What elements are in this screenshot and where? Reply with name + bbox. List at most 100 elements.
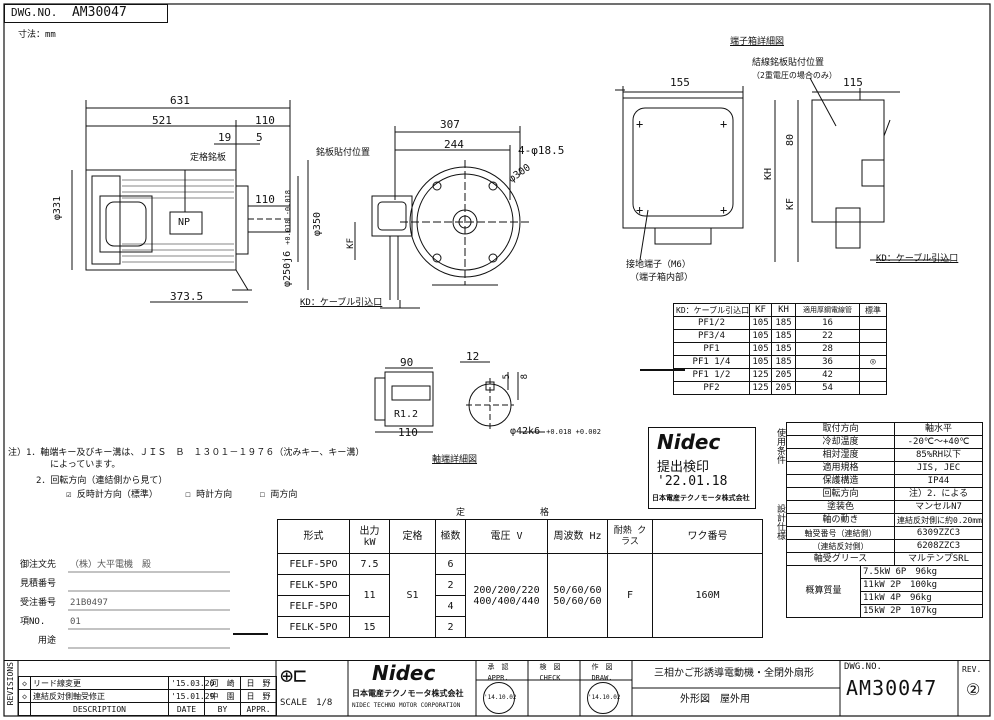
note-1: 注）1．軸端キー及びキー溝は、ＪＩＳ Ｂ １３０１－１９７６（沈みキー、キー溝） [8,448,365,458]
spec-label: 適用規格 [785,461,896,475]
dim-19: 19 [218,131,232,144]
spec-value: マルテンプSRL [894,552,984,566]
rev-date: '15.03.20 [168,676,214,690]
header-model: 形式 [277,519,350,554]
draw-stamp-date: '14.10.02 [588,694,621,701]
rev-desc: リード線変更 [30,676,169,690]
nameplate-label: 定格銘板 [190,153,227,163]
check-label: 検 図 CHECK [539,663,561,682]
mass-label: 概算質量 [786,565,861,618]
submission-stamp: Nidec 提出検印 '22.01.18 日本電産テクノモータ株式会社 [648,427,756,509]
table-row: FELK-5PO 11 2 [277,574,763,617]
kd-cell: PF1 [673,342,750,356]
kd-cell [859,368,887,382]
kd-cell: PF1 1/4 [673,355,750,369]
scale-label: SCALE 1/8 [280,698,333,708]
tb-kh: KH [763,168,774,181]
footer-appr: APPR. [240,702,277,716]
table-header-row: 形式 出力 kW 定格 極数 電圧 V 周波数 Hz 耐熱 クラス ワク番号 [277,519,763,554]
title-dwg-label: DWG.NO. [844,662,882,672]
dim-307: 307 [440,118,460,131]
mass-row: 11kW 4P 96kg [859,591,984,605]
customer-label: 御注文先 [20,560,57,570]
shaft-dim-r1-2: R1.2 [394,409,419,420]
freq-line1: 50/60/60 [553,584,602,596]
dim-244: 244 [444,138,464,151]
spec-label: 塗装色 [785,500,896,514]
rev-mark-empty [18,702,31,716]
table-row: FELK-5PO 15 2 [277,616,763,638]
nameplate-np: NP [178,217,191,228]
customer-value: 01 [70,617,81,627]
spec-value: 軸水平 [894,422,984,436]
dim-phi250: φ250j6 +0.018 -0.018 [282,190,294,287]
mass-model: 11kW 2P [863,579,901,590]
spec-value: JIS, JEC [894,461,984,475]
kd-cell: 22 [795,329,860,343]
kd-cell: 185 [771,342,796,356]
dim-phi250-val: φ250j6 [282,250,293,287]
model-cell: FELK-5PO [277,574,350,596]
model-cell: FELF-5PO [277,553,350,575]
checkbox-cw-icon[interactable]: ☐ [185,490,191,500]
spec-value: 85%RH以下 [894,448,984,462]
kd-cell: 105 [749,316,772,330]
mass-value: 100kg [909,579,938,590]
shaft-phi42-val: φ42k6 [510,426,541,437]
table-row: 回転方向注）2．による [785,487,984,501]
dim-holes: 4-φ18.5 [518,144,565,157]
checkbox-ccw-checked-icon[interactable]: ☑ [66,490,72,500]
note-1-cont: によっています。 [50,460,121,470]
appr-stamp: '14.10.02 [483,682,517,714]
tb-plate-position-note: （2重電圧の場合のみ） [752,71,837,80]
svg-text:+: + [636,203,643,217]
stamp-date: '22.01.18 [657,474,728,489]
dim-phi350: φ350 [312,212,323,237]
output-cell: 15 [349,616,390,638]
shaft-dim-5: 5 [502,374,512,380]
units-note: 寸法：mm [18,30,56,40]
header-frequency: 周波数 Hz [547,519,608,554]
rev-appr: 日 野 [240,676,277,690]
customer-row: 御注文先（株）大平電機 殿 [20,560,260,579]
kd-cell: PF2 [673,381,750,395]
customer-label: 用途 [38,636,57,646]
customer-label: 見積番号 [20,579,57,589]
terminal-box-side [774,77,950,262]
kd-header-cell: 適用厚鋼電線管 [795,303,860,317]
rev-label: REV. [962,665,982,674]
footer-description: DESCRIPTION [30,702,169,716]
kd-cell: ◎ [859,355,887,369]
appr-stamp-date: '14.10.02 [484,694,517,701]
shaft-dim-90: 90 [400,356,414,369]
header-frame: ワク番号 [652,519,763,554]
spec-value: IP44 [894,474,984,488]
spec-value: 連結反対側に約0.20mm [894,513,984,527]
kd-cell: PF1/2 [673,316,750,330]
motor-side-view [71,100,309,303]
table-row: 取付方向軸水平 [785,422,984,436]
kd-cell: 205 [771,368,796,382]
rotation-ccw-label: 反時計方向（標準） [76,490,158,500]
header-rating: 定格 [389,519,436,554]
rating-header-kaku: 格 [540,508,550,518]
checkbox-both-icon[interactable]: ☐ [259,490,265,500]
shaft-dim-12: 12 [466,350,480,363]
kd-cell: 28 [795,342,860,356]
kd-cell: 105 [749,342,772,356]
kd-header-cell: 標準 [859,303,887,317]
freq-line2: 50/60/60 [553,595,602,607]
shaft-detail [374,361,545,433]
motor-spec-table: 形式 出力 kW 定格 極数 電圧 V 周波数 Hz 耐熱 クラス ワク番号 F… [277,519,763,638]
dim-521: 521 [152,114,172,127]
dim-110-shaft: 110 [255,193,275,206]
stamp-title: 提出検印 [657,460,710,475]
kd-cell: 36 [795,355,860,369]
poles-cell: 2 [435,574,466,596]
